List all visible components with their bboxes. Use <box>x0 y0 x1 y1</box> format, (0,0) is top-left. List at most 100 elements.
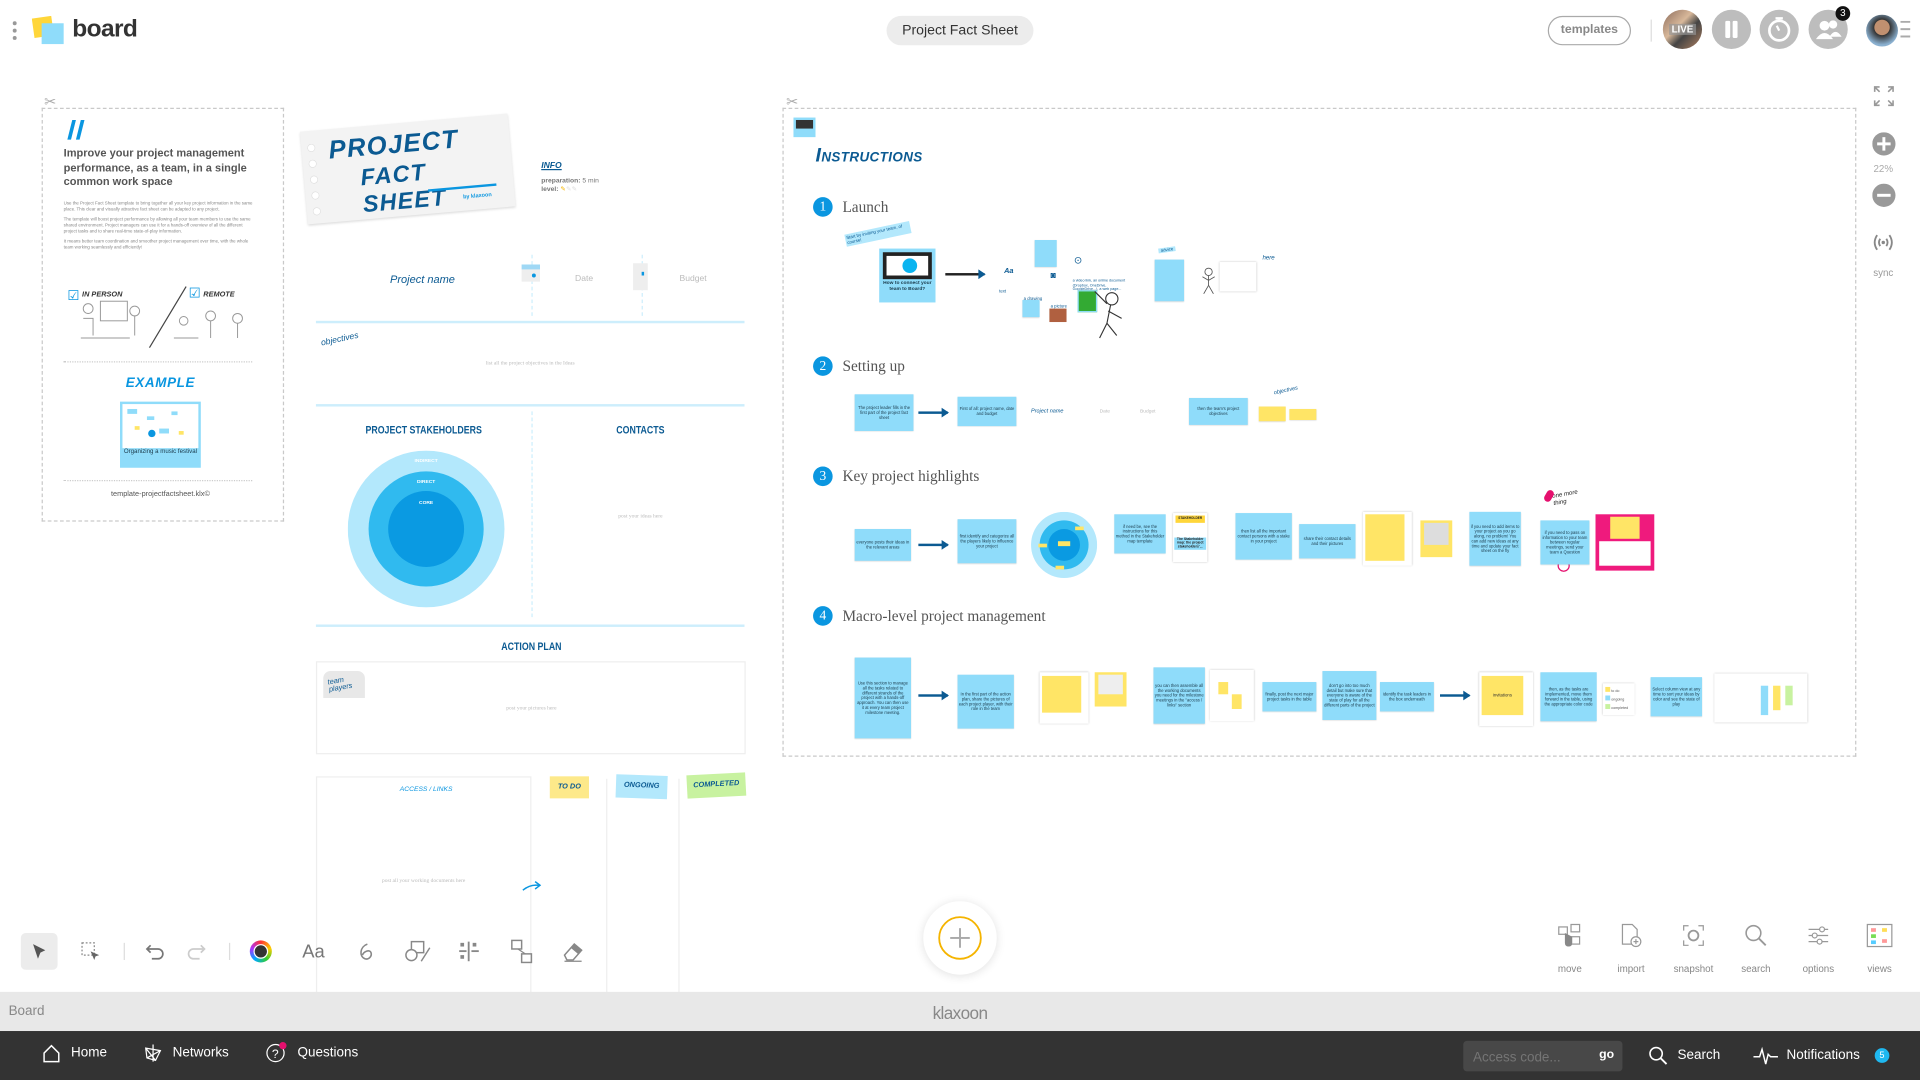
column-divider <box>606 778 608 1024</box>
search-icon <box>1649 1046 1668 1065</box>
instruction-sticky[interactable]: In the first part of the action plan, sh… <box>957 674 1014 729</box>
instruction-sticky[interactable]: Select column view at any time to sort y… <box>1650 677 1703 717</box>
nav-questions[interactable]: ?Questions <box>266 1042 358 1064</box>
sticky-note[interactable] <box>1289 408 1317 421</box>
instruction-sticky[interactable]: finally, post the next major project tas… <box>1262 682 1317 712</box>
views-label: views <box>1867 963 1892 975</box>
scissors-icon: ✂ <box>44 93 57 111</box>
mini-budget: Budget <box>1140 407 1156 414</box>
instructions-title: Instructions <box>815 145 923 167</box>
stakeholder-map-card[interactable]: STAKEHOLDER MAP The Stakeholder map: the… <box>1173 513 1208 563</box>
arrow-icon <box>1440 690 1471 701</box>
video-card[interactable]: How to connect your team to Board? <box>879 248 936 303</box>
board-title[interactable]: Project Fact Sheet <box>886 15 1034 46</box>
person-illustration <box>1094 291 1122 339</box>
search-tool-button[interactable]: search <box>1729 923 1783 975</box>
arrow-icon <box>918 540 949 550</box>
arrow-icon <box>522 877 542 899</box>
zoom-out-button[interactable] <box>1872 183 1896 213</box>
sticky-note[interactable] <box>1034 240 1057 267</box>
sync-icon[interactable] <box>1871 233 1895 259</box>
project-name-label[interactable]: Project name <box>389 273 455 286</box>
instruction-sticky[interactable]: then list all the important contact pers… <box>1235 513 1292 560</box>
sticky-note[interactable] <box>1022 300 1040 318</box>
options-button[interactable]: options <box>1791 923 1845 975</box>
text-tool[interactable]: Aa <box>302 941 325 962</box>
zoom-in-button[interactable] <box>1872 132 1896 161</box>
go-button[interactable]: go <box>1599 1048 1615 1062</box>
nav-search[interactable]: Search <box>1648 1046 1720 1066</box>
in-person-label: IN PERSON <box>82 291 123 299</box>
snapshot-button[interactable]: snapshot <box>1667 923 1721 975</box>
menu-icon[interactable] <box>1900 20 1912 44</box>
instruction-sticky[interactable]: Use this section to manage all the tasks… <box>854 657 912 739</box>
move-button[interactable]: move <box>1543 923 1597 975</box>
question-card[interactable] <box>1595 514 1655 571</box>
nav-notifications[interactable]: Notifications 5 <box>1752 1046 1890 1066</box>
column-todo[interactable]: TO DO <box>549 776 589 799</box>
pause-icon <box>1725 20 1738 38</box>
instruction-sticky[interactable]: then, as the tasks are implemented, move… <box>1540 672 1597 722</box>
undo-button[interactable] <box>137 933 174 970</box>
live-button[interactable]: LIVE <box>1662 9 1703 49</box>
draw-tool[interactable] <box>347 933 384 970</box>
team-players-area[interactable] <box>315 661 746 755</box>
budget-field[interactable]: Budget <box>679 274 707 284</box>
action-plan-title: ACTION PLAN <box>501 640 562 653</box>
instructions-video-thumbnail[interactable] <box>793 117 816 138</box>
example-board-link[interactable]: Organizing a music festival <box>120 401 201 468</box>
access-links-area[interactable] <box>315 776 532 1024</box>
instruction-sticky[interactable]: First of all: project name, date and bud… <box>957 396 1017 427</box>
eraser-tool[interactable] <box>555 933 592 970</box>
column-completed[interactable]: COMPLETED <box>686 772 747 799</box>
eraser-icon <box>563 943 583 962</box>
sticky-note[interactable] <box>1258 406 1286 422</box>
move-hand-icon <box>1558 923 1581 947</box>
instruction-sticky[interactable]: identify the task leaders in the box und… <box>1380 682 1434 712</box>
instruction-sticky[interactable]: don't go into too much detail but make s… <box>1322 671 1377 721</box>
color-picker[interactable] <box>242 933 279 970</box>
photo-sticky[interactable] <box>1094 672 1127 707</box>
column-ongoing[interactable]: ONGOING <box>615 774 668 800</box>
instruction-sticky[interactable]: everyone posts their ideas in the releva… <box>854 528 912 561</box>
connector-tool[interactable] <box>503 933 540 970</box>
fullscreen-icon[interactable] <box>1873 86 1894 113</box>
multi-select-tool[interactable] <box>72 933 109 970</box>
select-tool[interactable] <box>20 933 58 970</box>
instruction-sticky[interactable]: you can then assemble all the working do… <box>1153 667 1205 724</box>
divider <box>1650 19 1652 42</box>
instruction-sticky[interactable]: first identify and categorize all the pl… <box>957 519 1017 564</box>
shapes-tool[interactable] <box>399 933 436 970</box>
redo-button[interactable] <box>178 933 215 970</box>
move-label: move <box>1557 963 1582 975</box>
grid-tool[interactable] <box>451 933 488 970</box>
add-button[interactable] <box>923 901 997 975</box>
calendar-icon <box>520 262 542 290</box>
instruction-sticky[interactable]: if you need to add items to your project… <box>1469 511 1521 566</box>
instruction-sticky[interactable]: if you need to pass on information to yo… <box>1540 520 1590 565</box>
instruction-sticky[interactable]: The project leader fills in the first pa… <box>854 394 914 432</box>
photo-sticky[interactable] <box>1420 520 1453 558</box>
pause-button[interactable] <box>1711 9 1752 49</box>
avatar[interactable] <box>1866 14 1898 47</box>
nav-home[interactable]: Home <box>42 1043 107 1063</box>
nav-home-label: Home <box>71 1045 107 1061</box>
timer-button[interactable] <box>1759 9 1799 49</box>
example-caption: Organizing a music festival <box>123 448 197 456</box>
nav-networks[interactable]: Networks <box>143 1043 229 1063</box>
remote-label: REMOTE <box>203 291 235 299</box>
sticky-note[interactable] <box>1154 259 1185 302</box>
intro-paragraph: The template will boost project performa… <box>63 216 251 234</box>
templates-button[interactable]: templates <box>1547 15 1632 46</box>
access-code-input[interactable] <box>1470 1040 1594 1074</box>
instruction-sticky[interactable]: then the team's project objectives <box>1188 397 1248 425</box>
options-label: options <box>1802 963 1835 975</box>
import-button[interactable]: import <box>1604 923 1658 975</box>
views-button[interactable]: views <box>1853 923 1907 975</box>
instruction-sticky[interactable]: share their contact details and their pi… <box>1299 524 1356 559</box>
date-field[interactable]: Date <box>575 274 594 284</box>
pen-scribble-icon <box>360 943 373 960</box>
menu-dots-icon[interactable] <box>12 20 17 42</box>
paper-holes-icon <box>306 143 323 223</box>
instruction-sticky[interactable]: if need be, see the instructions for thi… <box>1114 514 1166 554</box>
